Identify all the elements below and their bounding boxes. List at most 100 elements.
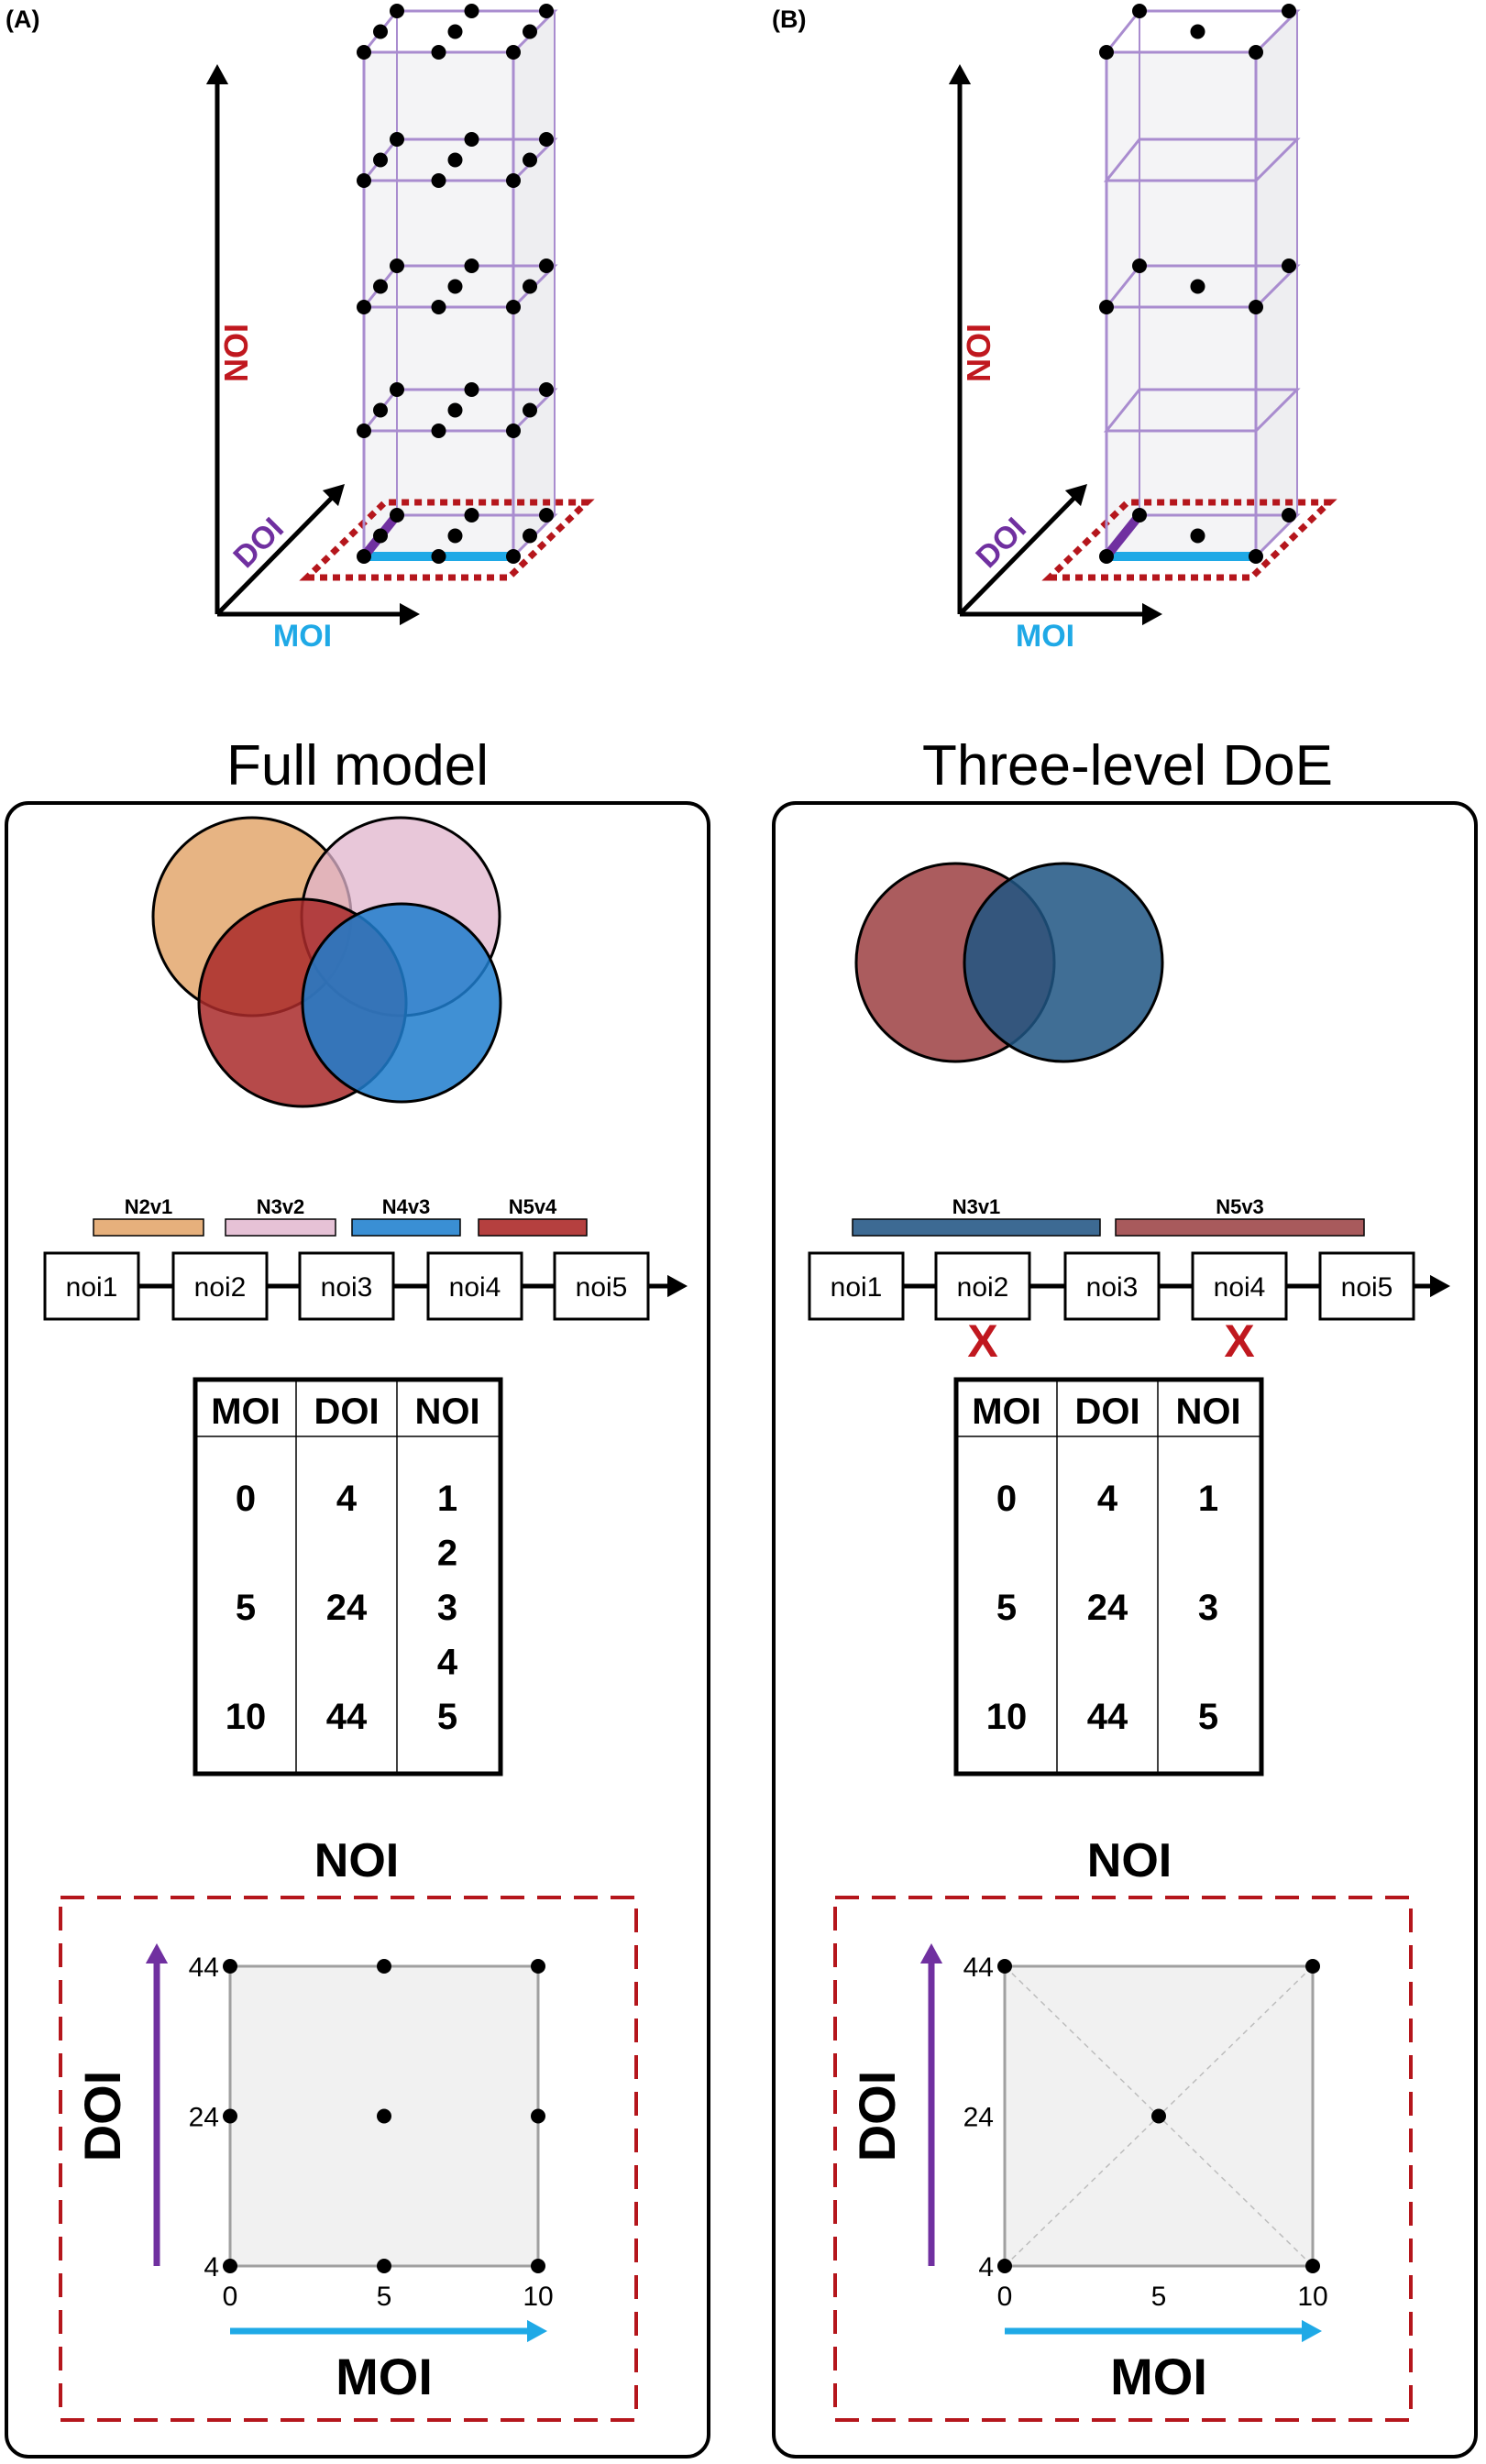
cube-point-2-5 bbox=[523, 279, 537, 294]
cube-point-2-4 bbox=[447, 279, 463, 294]
moi-axis-label: MOI bbox=[273, 619, 332, 654]
table-cell-1-2: 24 bbox=[326, 1588, 368, 1628]
design-point-1 bbox=[377, 2259, 391, 2273]
node-box-noi3 bbox=[298, 1251, 395, 1321]
table-cell-1-1: 24 bbox=[1087, 1588, 1128, 1628]
cube-point-0-3 bbox=[1132, 508, 1147, 522]
moi-axis-arrowhead bbox=[1142, 602, 1162, 626]
cube-point-3-1 bbox=[431, 173, 446, 188]
cube-point-0-4 bbox=[447, 528, 463, 544]
node-box-noi5 bbox=[553, 1251, 650, 1321]
venn-circle-1 bbox=[963, 862, 1164, 1063]
venn-circle-3 bbox=[301, 902, 502, 1104]
table-cell-2-0: 1 bbox=[437, 1479, 457, 1519]
design-point-7 bbox=[377, 1959, 391, 1974]
panel-label-b: (B) bbox=[772, 6, 807, 33]
cube-point-1-1 bbox=[431, 424, 446, 438]
x-tick-5: 5 bbox=[377, 2282, 392, 2312]
cube-point-0-0 bbox=[1099, 549, 1114, 564]
cube-point-2-4 bbox=[1282, 258, 1296, 273]
data-table bbox=[953, 1377, 1264, 1776]
cube-point-4-6 bbox=[390, 4, 404, 18]
removed-mark-noi2: X bbox=[967, 1315, 997, 1367]
noi-axis-arrowhead bbox=[948, 64, 972, 84]
design-point-6 bbox=[223, 1959, 237, 1974]
segment-bar-N2v1 bbox=[93, 1218, 204, 1237]
cube-point-2-0 bbox=[357, 300, 371, 314]
node-box-noi2 bbox=[934, 1251, 1031, 1321]
cube-stack-side bbox=[1256, 11, 1297, 556]
cube-point-4-4 bbox=[1282, 4, 1296, 18]
table-cell-2-1: 3 bbox=[1198, 1588, 1218, 1628]
cube-point-3-5 bbox=[523, 152, 537, 168]
cube-layer-1 bbox=[1103, 388, 1301, 433]
segment-bar-N3v1 bbox=[852, 1218, 1101, 1237]
cube-layer-4 bbox=[360, 9, 558, 54]
doi-axis-line bbox=[958, 496, 1076, 616]
cube-point-4-5 bbox=[523, 24, 537, 39]
cube-layer-4 bbox=[1103, 9, 1301, 54]
segment-bar-N4v3 bbox=[351, 1218, 461, 1237]
cube-stack-face bbox=[1106, 52, 1256, 556]
cube-point-4-1 bbox=[431, 45, 446, 60]
noi-axis-label: NOI bbox=[217, 324, 255, 382]
node-box-noi2 bbox=[171, 1251, 269, 1321]
cube-point-1-0 bbox=[357, 424, 371, 438]
node-label-noi2: noi2 bbox=[957, 1272, 1009, 1303]
segment-bar-N5v3 bbox=[1115, 1218, 1365, 1237]
moi-axis-label: MOI bbox=[1016, 619, 1074, 654]
cube-point-0-6 bbox=[390, 508, 404, 522]
cube-point-4-2 bbox=[1190, 24, 1205, 39]
design-point-4 bbox=[1305, 1959, 1320, 1974]
doi-arrow-head bbox=[919, 1943, 943, 1964]
cube-layer-1 bbox=[360, 388, 558, 433]
table-cell-1-4: 44 bbox=[326, 1697, 368, 1737]
x-tick-0: 0 bbox=[223, 2282, 238, 2312]
cube-point-3-0 bbox=[357, 173, 371, 188]
y-tick-44: 44 bbox=[963, 1952, 994, 1983]
cube-point-0-0 bbox=[357, 549, 371, 564]
cube-point-2-6 bbox=[390, 258, 404, 273]
table-cell-0-4: 10 bbox=[226, 1697, 267, 1737]
moi-arrow-head bbox=[1302, 2319, 1322, 2343]
cube-point-4-3 bbox=[1132, 4, 1147, 18]
design-point-3 bbox=[997, 1959, 1012, 1974]
cube-layer-3 bbox=[360, 138, 558, 182]
cube-point-2-3 bbox=[373, 279, 388, 294]
design-point-2 bbox=[531, 2259, 545, 2273]
cube-layer-3 bbox=[1103, 138, 1301, 182]
design-point-2 bbox=[1151, 2108, 1166, 2124]
table-cell-1-0: 4 bbox=[336, 1479, 358, 1519]
cube-point-4-8 bbox=[539, 4, 554, 18]
table-cell-0-2: 5 bbox=[236, 1588, 256, 1628]
cube-point-4-0 bbox=[1099, 45, 1114, 60]
table-header-moi: MOI bbox=[211, 1392, 281, 1432]
noi-plane-dashed bbox=[299, 499, 595, 581]
panel-box-b bbox=[772, 801, 1478, 2458]
bottom-title: NOI bbox=[1087, 1834, 1172, 1887]
cube-point-0-2 bbox=[506, 549, 521, 564]
cube-point-3-6 bbox=[390, 132, 404, 147]
cube-point-2-8 bbox=[539, 258, 554, 273]
design-point-1 bbox=[1305, 2259, 1320, 2273]
cube-point-0-5 bbox=[523, 528, 537, 544]
cube-point-2-1 bbox=[1249, 300, 1263, 314]
table-cell-0-2: 10 bbox=[986, 1697, 1028, 1737]
cube-point-1-4 bbox=[447, 402, 463, 418]
table-cell-2-3: 4 bbox=[437, 1643, 458, 1683]
design-point-3 bbox=[223, 2108, 237, 2124]
node-chain-arrowhead bbox=[1430, 1274, 1450, 1298]
x-tick-0: 0 bbox=[997, 2282, 1013, 2312]
bottom-title: NOI bbox=[314, 1834, 399, 1887]
cube-point-1-8 bbox=[539, 382, 554, 397]
segment-label-N5v4: N5v4 bbox=[509, 1195, 557, 1218]
segment-bar-N3v2 bbox=[225, 1218, 336, 1237]
node-label-noi1: noi1 bbox=[831, 1272, 883, 1303]
segment-label-N3v2: N3v2 bbox=[257, 1195, 305, 1218]
table-header-noi: NOI bbox=[1175, 1392, 1240, 1432]
cube-point-4-7 bbox=[464, 4, 479, 18]
doi-axis-label: DOI bbox=[969, 511, 1033, 575]
node-chain-arrowhead bbox=[667, 1274, 688, 1298]
moi-arrow-head bbox=[527, 2319, 547, 2343]
